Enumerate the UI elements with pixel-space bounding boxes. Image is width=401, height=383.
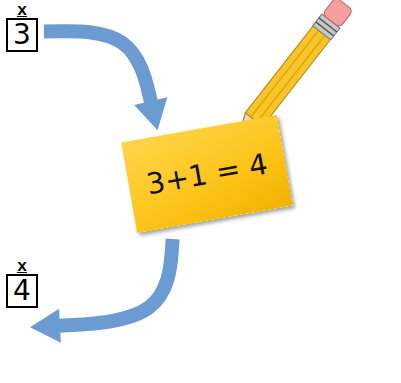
variable-name: x bbox=[6, 260, 38, 274]
variable-box: x3 bbox=[6, 4, 38, 52]
pencil-stripe bbox=[257, 35, 325, 122]
pencil-eraser bbox=[322, 0, 353, 28]
sticky-note: 3+1 = 4 bbox=[121, 115, 293, 233]
ferrule-ring bbox=[316, 22, 334, 36]
variable-name: x bbox=[6, 4, 38, 18]
curved-arrow bbox=[54, 239, 173, 326]
curved-arrow bbox=[44, 31, 152, 107]
variable-value: 4 bbox=[6, 274, 38, 308]
pencil-body bbox=[245, 26, 330, 126]
pencil-stripe bbox=[251, 30, 319, 117]
note-text: 3+1 = 4 bbox=[144, 147, 270, 202]
variable-value: 3 bbox=[6, 18, 38, 52]
variable-box: x4 bbox=[6, 260, 38, 308]
